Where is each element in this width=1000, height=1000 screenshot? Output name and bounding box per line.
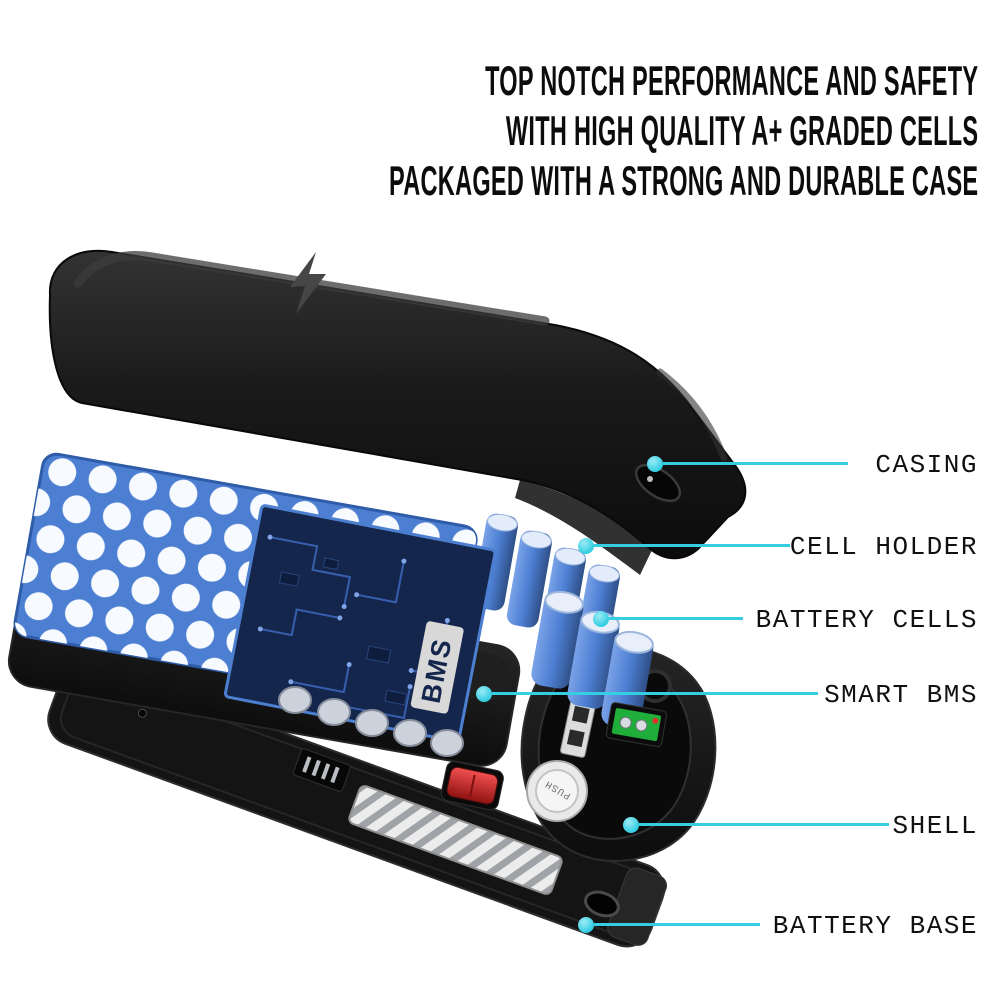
headline: TOP NOTCH PERFORMANCE AND SAFETY WITH HI… — [0, 56, 978, 206]
callout-dot-cell-holder — [578, 538, 594, 554]
callout-line-cell-holder — [594, 544, 790, 547]
power-switch — [440, 761, 504, 811]
callout-dot-battery-base — [578, 917, 594, 933]
casing — [48, 249, 747, 575]
callout-label-cell-holder: CELL HOLDER — [789, 532, 978, 562]
bolt-logo-icon — [290, 252, 326, 314]
cell-bottom-row — [278, 686, 464, 757]
callout-dot-shell — [623, 817, 639, 833]
callout-label-casing: CASING — [875, 450, 978, 480]
callout-line-smart-bms — [492, 692, 818, 695]
headline-line-2: WITH HIGH QUALITY A+ GRADED CELLS — [505, 107, 978, 154]
callout-line-battery-base — [594, 923, 760, 926]
callout-line-shell — [639, 823, 889, 826]
push-button: PUSH — [526, 760, 588, 822]
base-connector — [292, 748, 351, 792]
headline-line-3: PACKAGED WITH A STRONG AND DURABLE CASE — [388, 157, 978, 204]
smart-bms-board: BMS — [223, 504, 497, 743]
callout-line-casing — [663, 462, 848, 465]
casing-shadow — [515, 480, 652, 575]
callout-line-battery-cells — [609, 617, 743, 620]
callout-dot-casing — [647, 456, 663, 472]
base-screw — [137, 708, 147, 718]
callout-dot-battery-cells — [593, 611, 609, 627]
battery-base — [47, 661, 668, 948]
casing-port — [634, 463, 682, 503]
callout-label-battery-base: BATTERY BASE — [772, 911, 978, 941]
headline-line-1: TOP NOTCH PERFORMANCE AND SAFETY — [484, 57, 978, 104]
base-keyhole — [584, 890, 620, 918]
callout-dot-smart-bms — [476, 686, 492, 702]
charge-port — [605, 702, 668, 748]
callout-label-shell: SHELL — [892, 811, 978, 841]
base-slide-rail — [348, 785, 563, 895]
pcb-components — [278, 557, 408, 706]
callout-label-battery-cells: BATTERY CELLS — [755, 605, 978, 635]
callout-label-smart-bms: SMART BMS — [824, 680, 978, 710]
